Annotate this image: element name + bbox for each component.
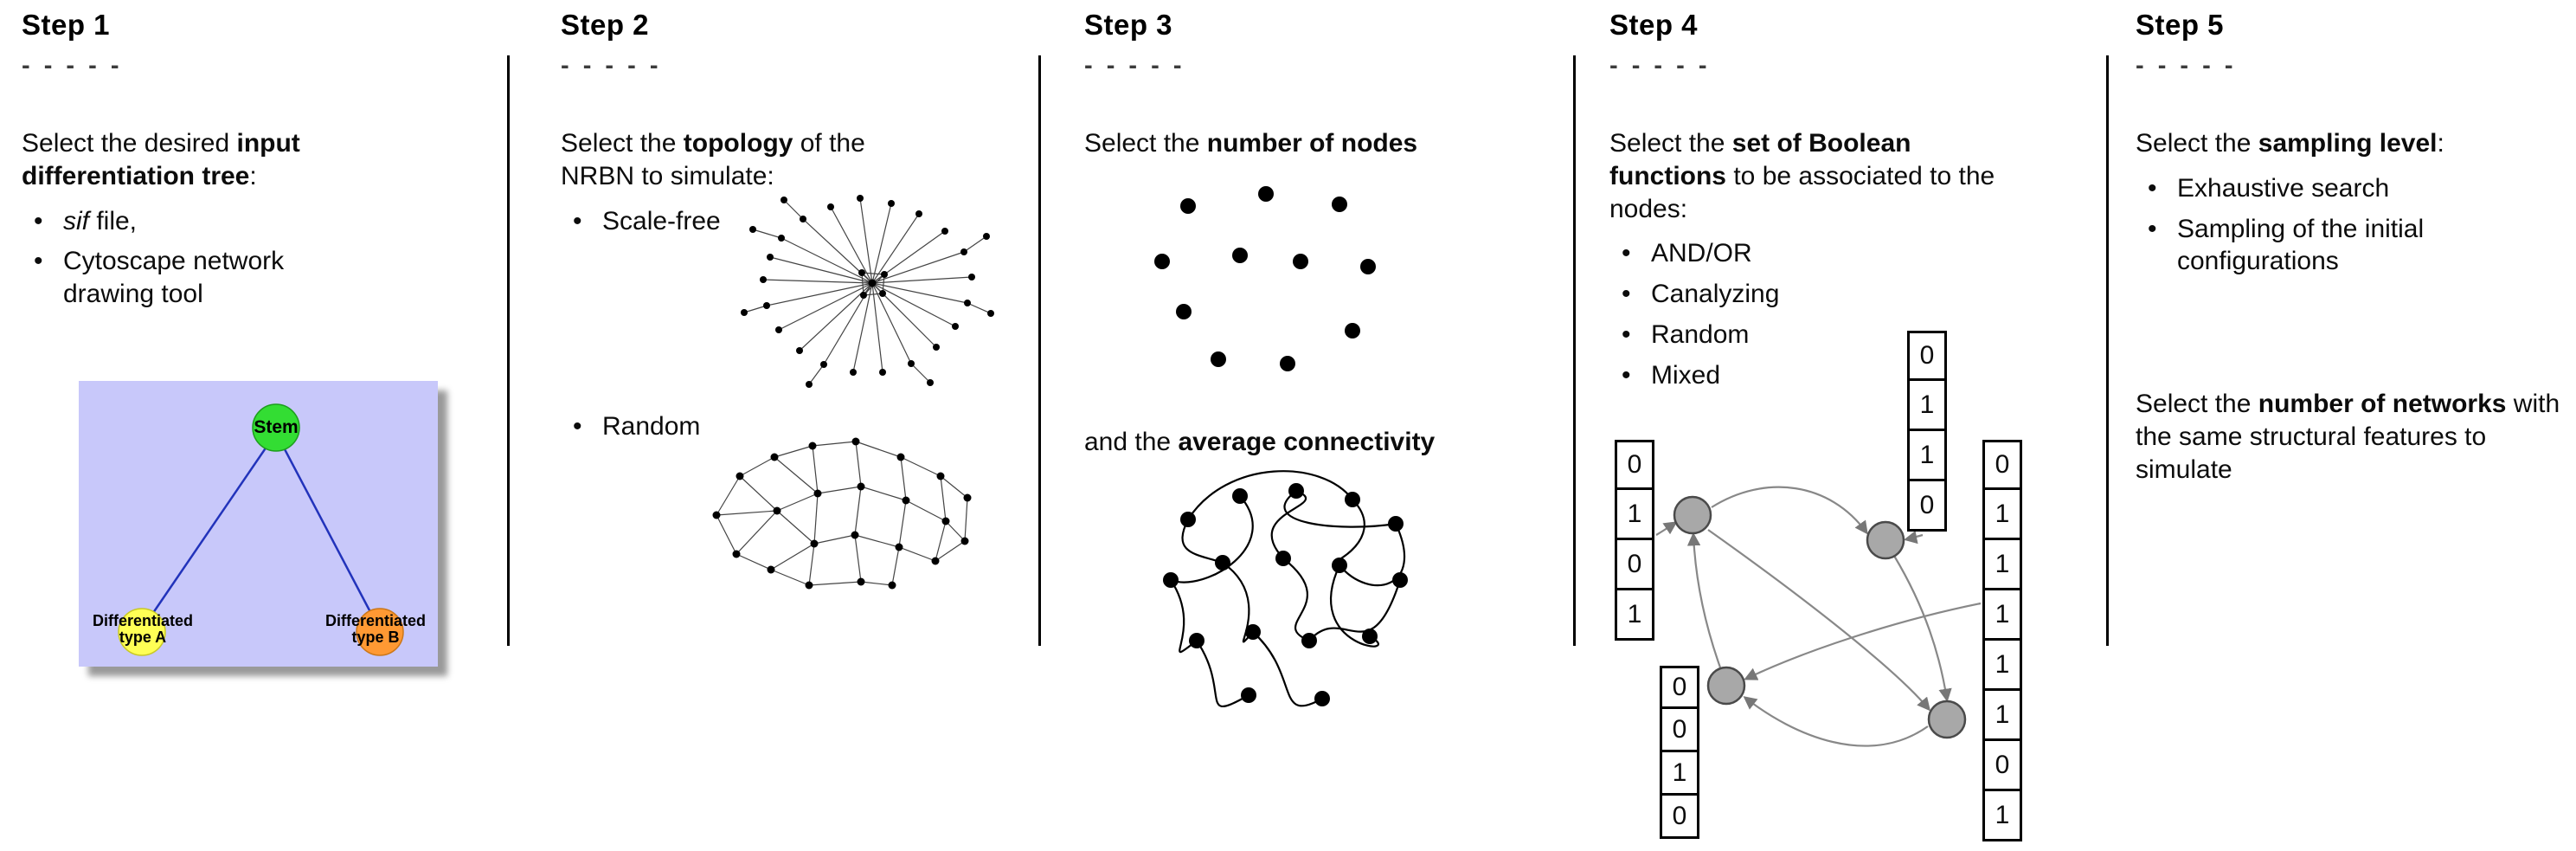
column-divider	[1573, 55, 1576, 646]
step-5-dashes: - - - - -	[2136, 52, 2237, 80]
boolean-function-options: AND/OR Canalyzing Random Mixed	[1609, 237, 2101, 391]
truth-table-cell: 1	[1660, 752, 1699, 796]
step-3-panel: Step 3 - - - - - Select the number of no…	[1084, 9, 1569, 707]
topology-options: Scale-free Random	[561, 205, 1028, 444]
list-item: Sampling of the initial configurations	[2136, 213, 2534, 279]
tree-node-type-a-label: Differentiated type A	[92, 612, 193, 647]
list-item: Mixed	[1609, 359, 2101, 392]
tree-graph	[118, 403, 404, 656]
boolean-network-graph	[1655, 486, 1982, 747]
step-1-panel: Step 1 - - - - - Select the desired inpu…	[22, 9, 499, 667]
step-4-title: Step 4	[1609, 9, 1699, 41]
list-item: Cytoscape network drawing tool	[22, 245, 307, 311]
scale-free-network-figure	[741, 195, 994, 388]
truth-table-cell: 0	[1982, 440, 2022, 490]
truth-table-cell: 0	[1907, 331, 1947, 381]
truth-table-cell: 0	[1660, 666, 1699, 709]
step-4-intro: Select the set of Boolean functions to b…	[1609, 129, 1995, 223]
list-item: Random	[1609, 319, 2101, 351]
truth-table-cell: 1	[1615, 490, 1654, 540]
column-divider	[2106, 55, 2109, 646]
truth-table-cell: 1	[1982, 540, 2022, 590]
step-2-dashes: - - - - -	[561, 52, 662, 80]
step-3-dashes: - - - - -	[1084, 52, 1185, 80]
truth-table-cell: 0	[1615, 540, 1654, 590]
step-5-networks-text: Select the number of networks with the s…	[2136, 390, 2560, 484]
step-4-panel: Step 4 - - - - - Select the set of Boole…	[1609, 9, 2101, 841]
gene-node	[1866, 520, 1905, 560]
tree-node-type-b-label: Differentiated type B	[324, 612, 426, 647]
list-item: sif file,	[22, 205, 499, 238]
column-divider	[1038, 55, 1041, 646]
step-2-panel: Step 2 - - - - - Select the topology of …	[561, 9, 1028, 590]
truth-table-cell: 1	[1982, 590, 2022, 641]
truth-table-top: 0 1 1 0	[1907, 331, 1947, 532]
type-b-node	[356, 608, 404, 656]
stem-node	[252, 403, 300, 452]
truth-table-cell: 1	[1982, 641, 2022, 691]
step-1-options: sif file, Cytoscape network drawing tool	[22, 205, 499, 311]
gene-node	[1673, 495, 1712, 535]
truth-table-bottom: 0 0 1 0	[1660, 666, 1699, 839]
column-divider	[507, 55, 510, 646]
list-item: Scale-free	[561, 205, 1028, 238]
random-network-figure	[712, 437, 972, 590]
truth-table-cell: 0	[1660, 709, 1699, 752]
list-item: Random	[561, 410, 1028, 443]
truth-table-cell: 1	[1982, 490, 2022, 540]
step-5-intro: Select the sampling level:	[2136, 129, 2444, 158]
truth-table-cell: 0	[1660, 796, 1699, 839]
step-5-panel: Step 5 - - - - - Select the sampling lev…	[2136, 9, 2573, 484]
gene-node	[1927, 699, 1967, 739]
truth-table-cell: 0	[1615, 440, 1654, 490]
truth-table-left: 0 1 0 1	[1615, 440, 1654, 641]
truth-table-right: 0 1 1 1 1 1 0 1	[1982, 440, 2022, 841]
type-a-node	[118, 608, 166, 656]
boolean-network-figure: 0 1 0 1 0 1 1 0 0 0 1 0 0 1 1 1	[1609, 331, 2099, 850]
step-5-title: Step 5	[2136, 9, 2225, 41]
list-item: Exhaustive search	[2136, 172, 2573, 205]
tree-node-stem-label: Stem	[254, 417, 299, 437]
truth-table-cell: 1	[1982, 791, 2022, 841]
truth-table-cell: 0	[1907, 481, 1947, 532]
step-2-intro: Select the topology of the NRBN to simul…	[561, 129, 865, 190]
truth-table-cell: 1	[1907, 381, 1947, 431]
truth-table-cell: 1	[1982, 691, 2022, 741]
step-1-title: Step 1	[22, 9, 111, 41]
step-3-intro: Select the number of nodes	[1084, 129, 1418, 158]
step-3-connectivity-text: and the average connectivity	[1084, 428, 1436, 456]
truth-table-cell: 1	[1615, 590, 1654, 641]
truth-table-cell: 1	[1907, 431, 1947, 481]
connectivity-network-figure	[1163, 470, 1408, 707]
sampling-options: Exhaustive search Sampling of the initia…	[2136, 172, 2573, 278]
differentiation-tree-figure: Stem Differentiated type A Differentiate…	[79, 381, 438, 667]
step-1-intro: Select the desired input differentiation…	[22, 129, 300, 190]
list-item: Canalyzing	[1609, 278, 2101, 311]
list-item: AND/OR	[1609, 237, 2101, 270]
step-4-dashes: - - - - -	[1609, 52, 1711, 80]
step-2-title: Step 2	[561, 9, 650, 41]
step-3-title: Step 3	[1084, 9, 1173, 41]
gene-node	[1706, 666, 1746, 706]
step-1-dashes: - - - - -	[22, 52, 123, 80]
truth-table-cell: 0	[1982, 741, 2022, 791]
nodes-dots-figure	[1154, 186, 1376, 371]
